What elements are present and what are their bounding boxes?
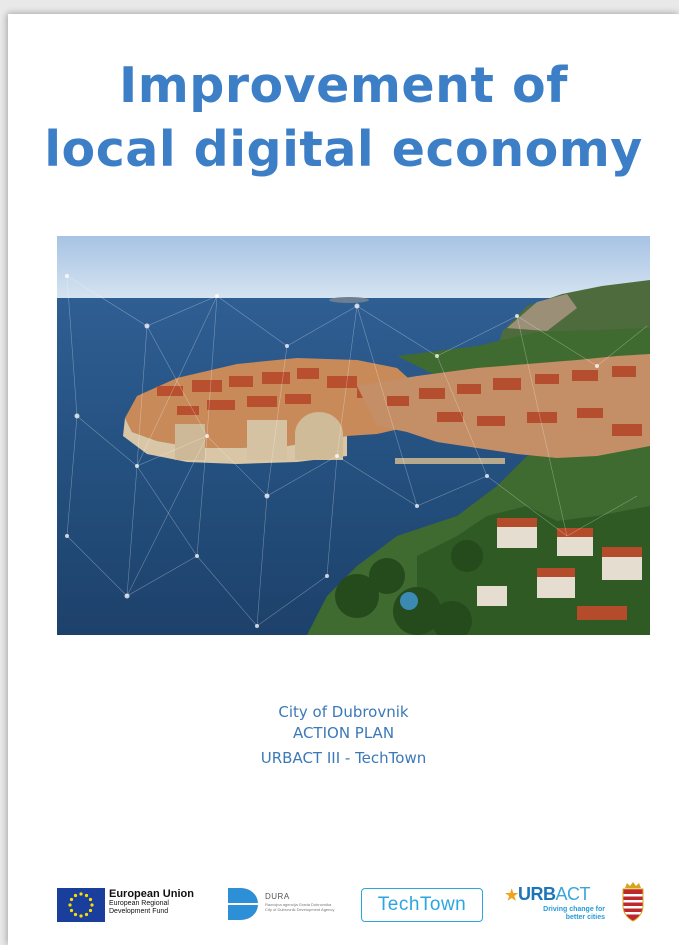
document-subtitle: City of Dubrovnik ACTION PLAN URBACT III…	[8, 702, 679, 769]
cover-photo-illustration	[57, 236, 650, 635]
eu-logo-text: European Union European Regional Develop…	[109, 888, 194, 916]
urbact-tagline-1: Driving change for	[543, 906, 605, 913]
document-page: Improvement of local digital economy	[8, 14, 679, 945]
dura-name: DURA	[265, 892, 290, 901]
dura-caption-1: Razvojna agencija Grada Dubrovnika	[265, 902, 332, 907]
urbact-tagline-2: better cities	[565, 914, 605, 921]
dura-logo-text: DURA Razvojna agencija Grada Dubrovnika …	[265, 892, 334, 912]
urbact-star-icon: ★	[505, 887, 518, 904]
subtitle-action-plan: ACTION PLAN	[292, 724, 395, 742]
urbact-wordmark: ★URBACT	[505, 884, 605, 906]
partner-logos: European Union European Regional Develop…	[8, 874, 679, 934]
cover-photo-dubrovnik	[57, 236, 650, 635]
dura-logo-icon	[226, 886, 260, 926]
eu-fund-line-2: Development Fund	[109, 908, 169, 915]
title-line-2: local digital economy	[44, 121, 643, 178]
techtown-logo: TechTown	[361, 888, 483, 922]
eu-flag-icon	[57, 888, 105, 922]
subtitle-programme: URBACT III - TechTown	[260, 749, 427, 767]
subtitle-city: City of Dubrovnik	[278, 703, 409, 721]
dubrovnik-crest-icon	[620, 880, 646, 926]
document-title: Improvement of local digital economy	[8, 54, 679, 182]
urbact-logo: ★URBACT Driving change for better cities	[505, 884, 605, 922]
eu-fund-line-1: European Regional	[109, 900, 169, 907]
urbact-name-bold: URB	[517, 884, 556, 904]
eu-name: European Union	[109, 888, 194, 900]
title-line-1: Improvement of	[118, 57, 568, 114]
dura-caption-2: City of Dubrovnik Development Agency	[265, 907, 335, 912]
urbact-name-light: ACT	[555, 884, 590, 904]
